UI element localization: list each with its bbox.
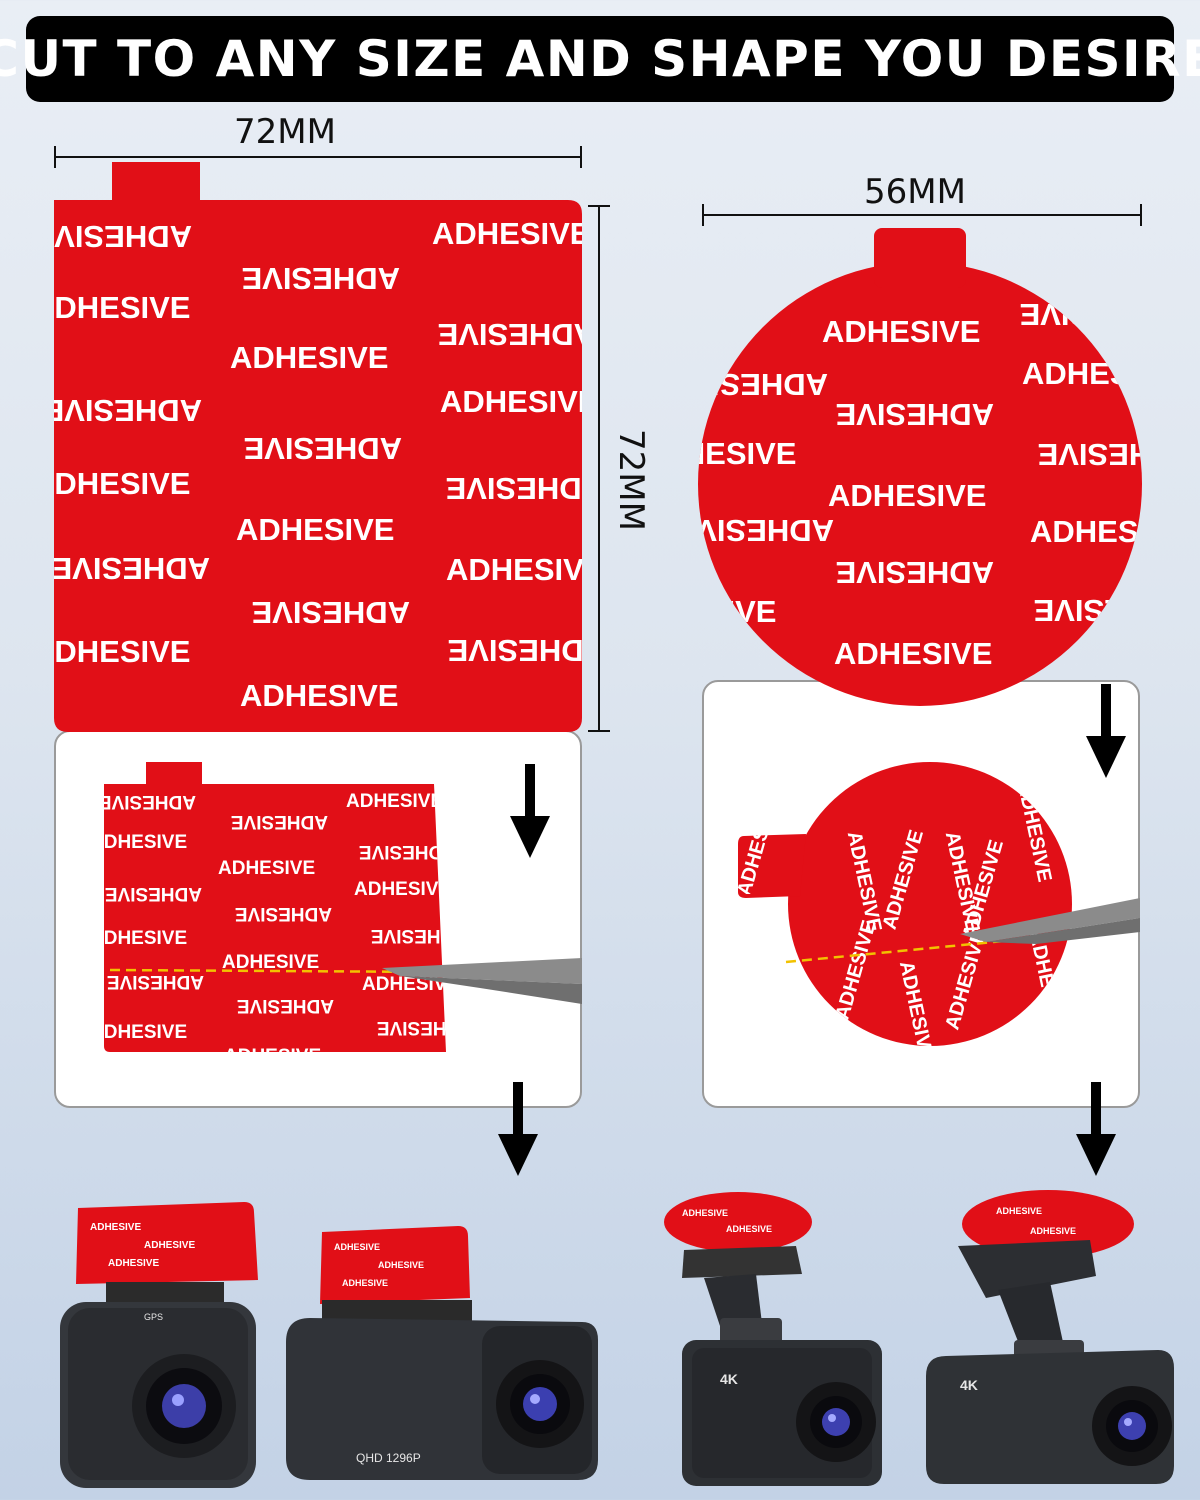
dash-camera-clip-mount-4: ADHESIVE ADHESIVE 4K [926,1190,1174,1484]
adhesive-word: ADHESIVE [1020,297,1144,332]
adhesive-word: ADHESIVE [354,879,451,900]
adhesive-word: ADHESIVE [224,1046,321,1064]
title-banner: CUT TO ANY SIZE AND SHAPE YOU DESIRE [0,16,1200,102]
adhesive-word: ADHESIVE [359,841,456,862]
adhesive-word: ADHESIVE [107,971,204,992]
adhesive-word: ADHESIVE [440,384,584,419]
square-width-cap-right [580,146,582,168]
adhesive-word: ADHESIVE [346,791,443,812]
adhesive-word: ADHESIVE [100,832,187,853]
adhesive-word: ADHESIVE [100,928,187,949]
adhesive-word: ADHESIVE [100,1022,187,1043]
arrow-down-icon [1086,684,1126,778]
adhesive-word: ADHESIVE [52,551,210,586]
square-adhesive-pad: ADHESIVE ADHESIVE ADHESIVE ADHESIVE ADHE… [52,162,584,732]
arrow-down-icon [1076,1082,1116,1176]
adhesive-word: ADHESIVE [822,314,980,349]
adhesive-word: ADHESIVE [342,1278,388,1288]
square-height-cap-top [588,205,610,207]
adhesive-word: ADHESIVE [334,1242,380,1252]
adhesive-word: ADHESIVE [108,1258,159,1269]
square-height-label: 72MM [610,429,651,531]
adhesive-word: ADHESIVE [698,594,776,629]
adhesive-word: ADHESIVE [378,1260,424,1270]
adhesive-word: ADHESIVE [222,952,319,973]
adhesive-word: ADHESIVE [218,858,315,879]
adhesive-word: ADHESIVE [240,678,398,713]
adhesive-word: ADHESIVE [698,436,796,471]
dash-camera-square-1: ADHESIVE ADHESIVE ADHESIVE GPS [60,1202,258,1488]
square-width-line [54,156,582,158]
camera-label: GPS [144,1312,163,1322]
adhesive-word: ADHESIVE [1022,356,1144,391]
camera-label: QHD 1296P [356,1451,421,1465]
adhesive-word: ADHESIVE [230,340,388,375]
adhesive-word: ADHESIVE [448,633,584,668]
adhesive-word: ADHESIVE [1034,593,1144,628]
adhesive-word: ADHESIVE [52,466,190,501]
adhesive-word: ADHESIVE [698,513,834,548]
arrow-down-icon [498,1082,538,1176]
adhesive-word: ADHESIVE [371,925,468,946]
square-height-cap-bottom [588,730,610,732]
adhesive-word: ADHESIVE [1038,437,1144,472]
adhesive-word: ADHESIVE [237,995,334,1016]
adhesive-word: ADHESIVE [377,1017,474,1038]
adhesive-word: ADHESIVE [235,903,332,924]
adhesive-word: ADHESIVE [438,317,584,352]
camera-label: 4K [960,1377,978,1393]
adhesive-word: ADHESIVE [446,552,584,587]
round-diameter-line [702,214,1142,216]
banner-title: CUT TO ANY SIZE AND SHAPE YOU DESIRE [0,30,1200,88]
round-pad-cutting-illustration: ADHESIVE ADHESIVE ADHESIVE ADHESIVE ADHE… [736,762,1140,1046]
adhesive-word: ADHESIVE [446,471,584,506]
adhesive-word: ADHESIVE [1030,514,1144,549]
round-diameter-cap-right [1140,204,1142,226]
dash-camera-round-mount-3: ADHESIVE ADHESIVE 4K [664,1192,882,1486]
adhesive-word: ADHESIVE [52,634,190,669]
round-adhesive-pad: ADHESIVE ADHESIVE ADHESIVE ADHESIVE ADHE… [698,228,1144,706]
adhesive-word: ADHESIVE [726,1224,772,1234]
adhesive-word: ADHESIVE [252,595,410,630]
adhesive-word: ADHESIVE [682,1208,728,1218]
round-diameter-cap-left [702,204,704,226]
adhesive-word: ADHESIVE [231,811,328,832]
square-width-cap-left [54,146,56,168]
adhesive-word: ADHESIVE [100,791,196,812]
scissors-blade [382,958,582,1004]
adhesive-word: ADHESIVE [90,1222,141,1233]
adhesive-word: ADHESIVE [242,261,400,296]
adhesive-word: ADHESIVE [105,883,202,904]
square-width-label: 72MM [234,112,336,152]
round-diameter-label: 56MM [864,172,966,212]
adhesive-word: ADHESIVE [996,1206,1042,1216]
adhesive-word: ADHESIVE [836,397,994,432]
adhesive-word: ADHESIVE [828,478,986,513]
adhesive-word: ADHESIVE [698,367,828,402]
adhesive-word: ADHESIVE [836,555,994,590]
adhesive-word: ADHESIVE [52,219,192,254]
adhesive-word: ADHESIVE [834,636,992,671]
square-pad-cutting-illustration: ADHESIVE ADHESIVE ADHESIVE ADHESIVE ADHE… [100,762,582,1064]
adhesive-word: ADHESIVE [1030,1226,1076,1236]
adhesive-word: ADHESIVE [432,216,584,251]
adhesive-word: ADHESIVE [52,290,190,325]
square-height-line [598,206,600,732]
dash-camera-wide-2: ADHESIVE ADHESIVE ADHESIVE QHD 1296P [286,1226,598,1480]
scissors-blade [960,898,1140,944]
arrow-down-icon [510,764,550,858]
adhesive-word: ADHESIVE [244,431,402,466]
cut-line [109,968,441,974]
adhesive-word: ADHESIVE [144,1240,195,1251]
adhesive-word: ADHESIVE [236,512,394,547]
camera-label: 4K [720,1371,738,1387]
adhesive-word: ADHESIVE [52,393,202,428]
